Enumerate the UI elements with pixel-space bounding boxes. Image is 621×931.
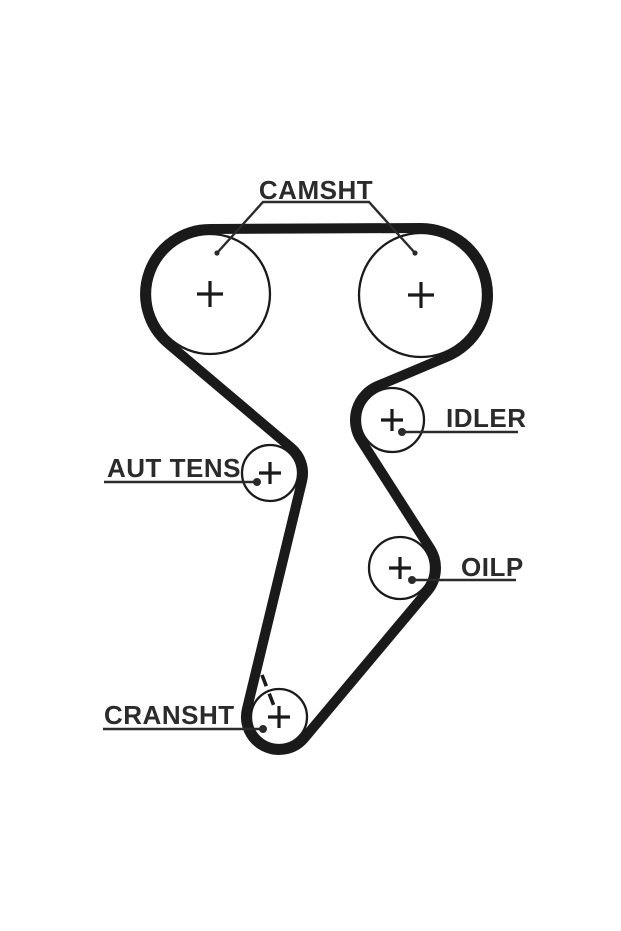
label-tensioner: AUT TENS <box>107 453 241 483</box>
label-bracket-camshaft-dot-0 <box>214 250 220 256</box>
pulley-idler-circle <box>358 386 426 454</box>
label-crankshaft: CRANSHT <box>104 700 235 730</box>
pulley-tensioner-circle <box>240 443 300 503</box>
crankshaft-timing-mark <box>260 674 276 707</box>
pulley-crankshaft-circle <box>249 687 309 747</box>
pulley-idler-cross-mark-icon <box>381 409 403 431</box>
label-oil-pump: OILP <box>461 552 524 582</box>
pulley-camshaft-right-cross-mark-icon <box>408 282 434 308</box>
label-leader-tensioner-dot <box>253 478 261 486</box>
label-bracket-camshaft-dot-1 <box>412 250 418 256</box>
label-idler: IDLER <box>446 403 527 433</box>
label-camshaft: CAMSHT <box>259 175 373 205</box>
label-leader-crankshaft-dot <box>259 725 267 733</box>
label-leader-oil-pump-dot <box>408 576 416 584</box>
labels-layer: CAMSHT IDLER AUT TENS OILP CRANSHT <box>103 175 527 733</box>
pulley-oil-pump-cross-mark-icon <box>389 557 411 579</box>
timing-belt <box>140 223 493 755</box>
pulley-tensioner-cross-mark-icon <box>259 462 281 484</box>
pulley-crankshaft-cross-mark-icon <box>268 706 290 728</box>
pulleys-layer <box>148 231 485 747</box>
pulley-camshaft-left-cross-mark-icon <box>197 281 223 307</box>
label-leader-idler-dot <box>398 428 406 436</box>
label-bracket-camshaft <box>216 200 416 254</box>
